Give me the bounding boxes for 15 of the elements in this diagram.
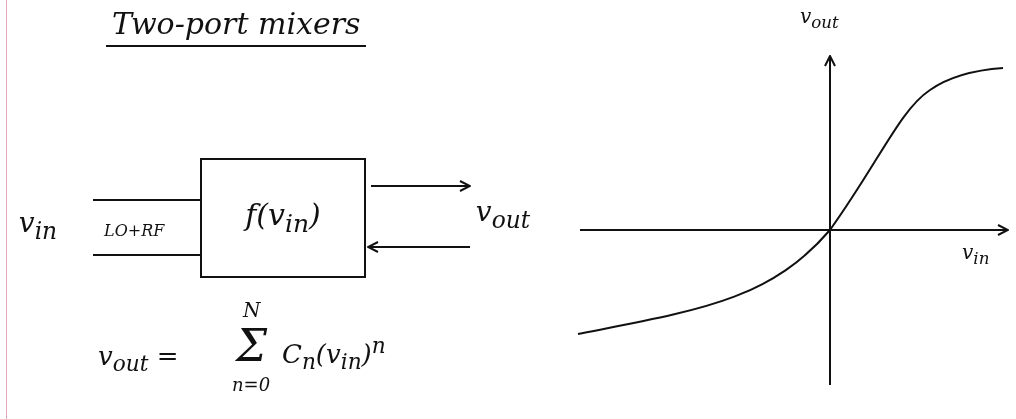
axis-label: v$_{in}$ bbox=[962, 242, 990, 268]
formula-term: v$_{out}$ = bbox=[98, 343, 179, 375]
title: Two-port mixers bbox=[106, 6, 367, 47]
signal-label: v$_{out}$ bbox=[475, 198, 531, 232]
formula-term: n=0 bbox=[232, 376, 271, 394]
function-block bbox=[200, 158, 366, 278]
signal-label: LO+RF bbox=[104, 223, 165, 239]
signal-label: v$_{in}$ bbox=[18, 209, 58, 243]
formula-term: C$_{n}$(v$_{in}$)$^{n}$ bbox=[282, 335, 386, 373]
block-label: f(v$_{in}$) bbox=[245, 200, 321, 236]
formula-term: Σ bbox=[236, 324, 268, 368]
arrow bbox=[370, 180, 471, 192]
arrow bbox=[367, 241, 471, 253]
axis-label: v$_{out}$ bbox=[800, 6, 839, 32]
formula-term: N bbox=[243, 300, 261, 320]
